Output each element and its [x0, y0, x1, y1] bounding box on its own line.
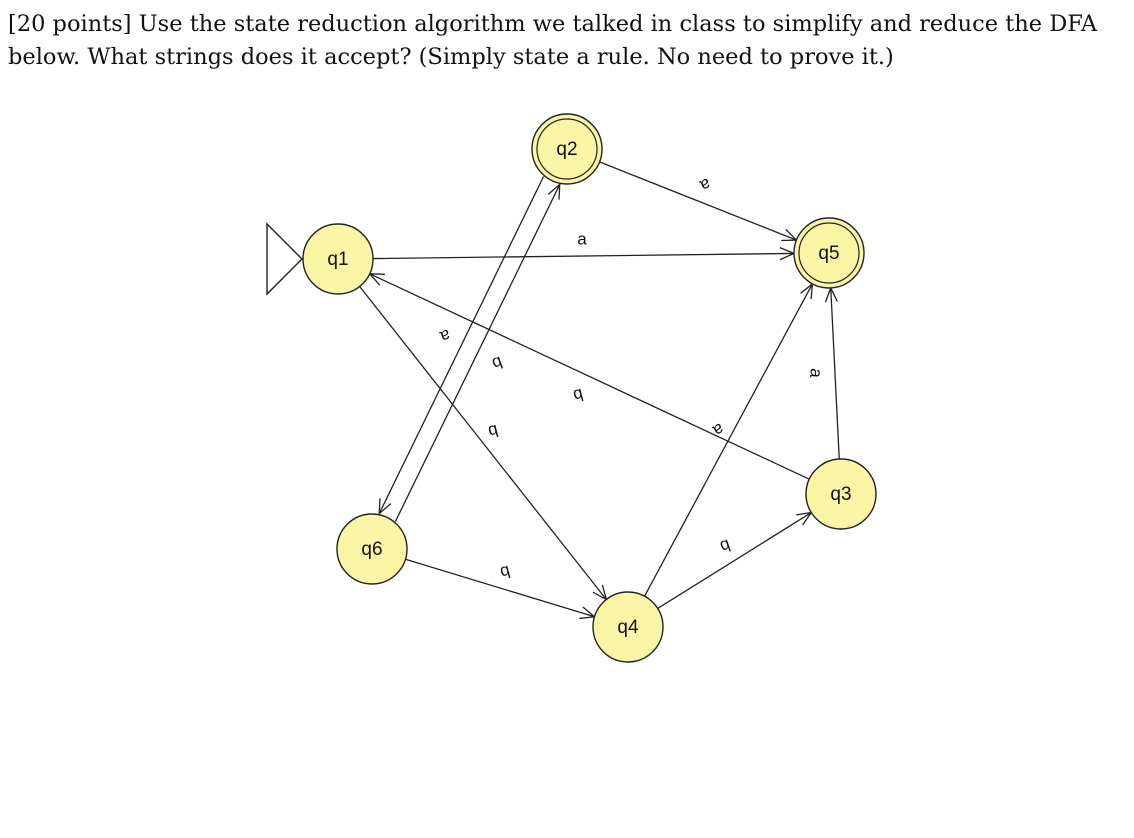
transition-line: [372, 252, 795, 260]
transition-label: b: [718, 535, 733, 556]
transition-label: a: [697, 174, 714, 195]
state-q2: q2: [531, 113, 603, 185]
transition-q4-q3: b: [657, 511, 813, 610]
state-label: q5: [818, 243, 839, 264]
transition-q3-q1: b: [368, 273, 810, 480]
transition-label: a: [437, 325, 453, 346]
transition-line: [378, 176, 545, 514]
accepting-ring: [536, 118, 598, 180]
transition-q6-q4: b: [405, 558, 597, 620]
state-circle: [793, 217, 865, 289]
state-q1: q1: [302, 223, 374, 295]
transition-line: [643, 283, 814, 597]
transition-label: a: [577, 229, 587, 248]
transition-q1-q5: a: [372, 229, 796, 261]
transitions-layer: a b a b a b a b a b: [359, 161, 840, 620]
transition-line: [830, 287, 840, 460]
arrow-head: [378, 498, 392, 516]
transition-line: [394, 184, 561, 522]
state-circle: [592, 591, 664, 663]
transition-q2-q5: a: [599, 161, 799, 242]
transition-line: [657, 511, 812, 610]
transition-q3-q5: a: [806, 286, 840, 460]
state-circle: [302, 223, 374, 295]
state-label: q2: [556, 139, 577, 160]
transition-label: b: [486, 421, 500, 442]
arrow-head: [547, 182, 561, 200]
transition-line: [405, 558, 595, 618]
start-arrow: [266, 222, 303, 296]
transition-line: [369, 273, 810, 480]
transition-label: b: [490, 352, 505, 373]
state-label: q3: [830, 484, 851, 505]
transition-label: a: [709, 419, 727, 440]
transition-q2-q6: b: [378, 176, 545, 516]
state-label: q1: [327, 249, 348, 270]
state-label: q4: [617, 617, 639, 638]
transition-line: [599, 161, 797, 241]
accepting-ring: [798, 222, 860, 284]
state-q4: q4: [592, 591, 664, 663]
states-layer: q1 q2 q3 q4 q5 q6: [302, 113, 877, 663]
state-circle: [531, 113, 603, 185]
state-circle: [336, 513, 408, 585]
state-circle: [805, 458, 877, 530]
transition-label: b: [571, 385, 585, 406]
transition-label: a: [806, 368, 826, 380]
state-q5: q5: [793, 217, 865, 289]
state-q6: q6: [336, 513, 408, 585]
state-q3: q3: [805, 458, 877, 530]
state-label: q6: [361, 539, 382, 560]
transition-line: [359, 286, 607, 600]
question-text: [20 points] Use the state reduction algo…: [8, 11, 1098, 70]
transition-label: b: [498, 562, 512, 583]
transition-q6-q2: a: [394, 182, 561, 522]
